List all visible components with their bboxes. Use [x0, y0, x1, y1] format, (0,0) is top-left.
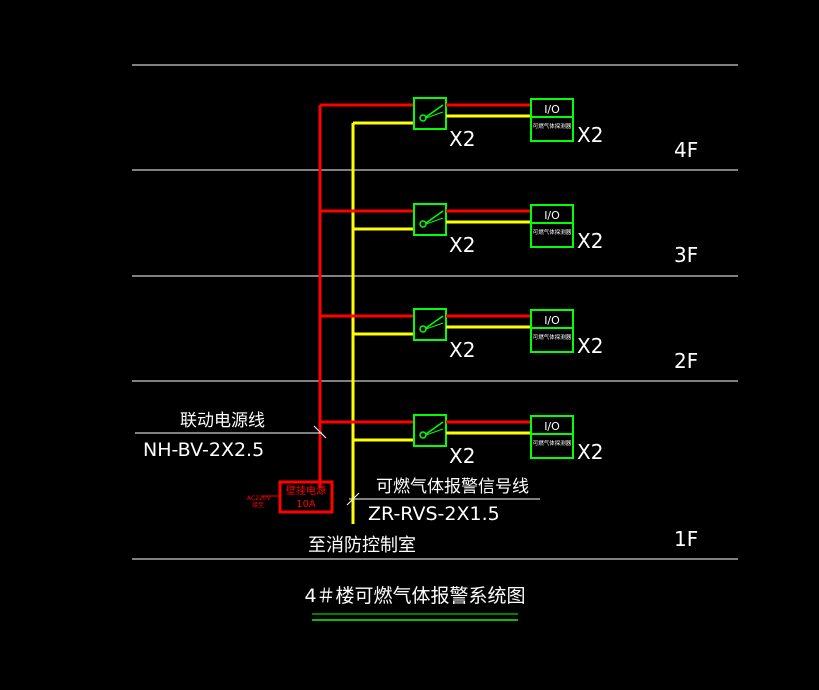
detector-type-label: 可燃气体探测器 [533, 333, 572, 341]
io-module [413, 203, 447, 236]
power-box-line1: 壁挂电源 [286, 484, 326, 497]
destination-label: 至消防控制室 [308, 535, 416, 556]
module-switch-blade [425, 210, 444, 224]
detector-type-label: 可燃气体探测器 [533, 122, 572, 130]
signal-line-spec: ZR-RVS-2X1.5 [368, 503, 500, 525]
module-switch-blade [425, 315, 444, 329]
module-switch-contact [425, 217, 444, 225]
floor-row-4f: X2 I/O 可燃气体探测器 X2 [320, 97, 603, 151]
power-box-tag-line1: AC220V [247, 495, 272, 502]
io-module [413, 97, 447, 130]
floor-row-1f: X2 I/O 可燃气体探测器 X2 [320, 414, 603, 468]
detector-multiplier-label: X2 [577, 440, 603, 464]
module-switch-icon [419, 220, 427, 228]
detector-io-label: I/O [544, 103, 560, 116]
module-switch-icon [419, 114, 427, 122]
power-line-tick [313, 425, 327, 439]
gas-detector [530, 415, 574, 459]
gas-detector [530, 98, 574, 142]
module-multiplier-label: X2 [449, 127, 475, 151]
floor-label-4f: 4F [674, 138, 698, 162]
floor-row-3f: X2 I/O 可燃气体探测器 X2 [320, 203, 603, 257]
detector-type-label: 可燃气体探测器 [533, 439, 572, 447]
floor-label-1f: 1F [674, 527, 698, 551]
module-switch-blade [425, 104, 444, 118]
module-switch-contact [425, 111, 444, 119]
detector-multiplier-label: X2 [577, 229, 603, 253]
module-switch-contact [425, 428, 444, 436]
module-multiplier-label: X2 [449, 444, 475, 468]
floor-label-2f: 2F [674, 349, 698, 373]
diagram-title: 4＃楼可燃气体报警系统图 [304, 585, 525, 607]
module-switch-contact [425, 322, 444, 330]
floor-row-2f: X2 I/O 可燃气体探测器 X2 [320, 308, 603, 362]
signal-line-title: 可燃气体报警信号线 [376, 477, 529, 497]
detector-multiplier-label: X2 [577, 334, 603, 358]
power-line-spec: NH-BV-2X2.5 [143, 439, 264, 461]
detector-io-label: I/O [544, 209, 560, 222]
power-box [278, 480, 334, 514]
module-switch-icon [419, 431, 427, 439]
gas-detector [530, 309, 574, 353]
detector-multiplier-label: X2 [577, 123, 603, 147]
io-module [413, 308, 447, 341]
power-box-tag-line2: 接至 [252, 501, 264, 509]
detector-io-label: I/O [544, 420, 560, 433]
module-multiplier-label: X2 [449, 338, 475, 362]
gas-detector [530, 204, 574, 248]
detector-io-label: I/O [544, 314, 560, 327]
module-multiplier-label: X2 [449, 233, 475, 257]
io-module [413, 414, 447, 447]
module-switch-icon [419, 325, 427, 333]
signal-line-tick [346, 492, 360, 506]
floor-label-3f: 3F [674, 243, 698, 267]
power-box-line2: 10A [296, 499, 316, 510]
detector-type-label: 可燃气体探测器 [533, 228, 572, 236]
power-line-title: 联动电源线 [180, 411, 265, 431]
module-switch-blade [425, 421, 444, 435]
